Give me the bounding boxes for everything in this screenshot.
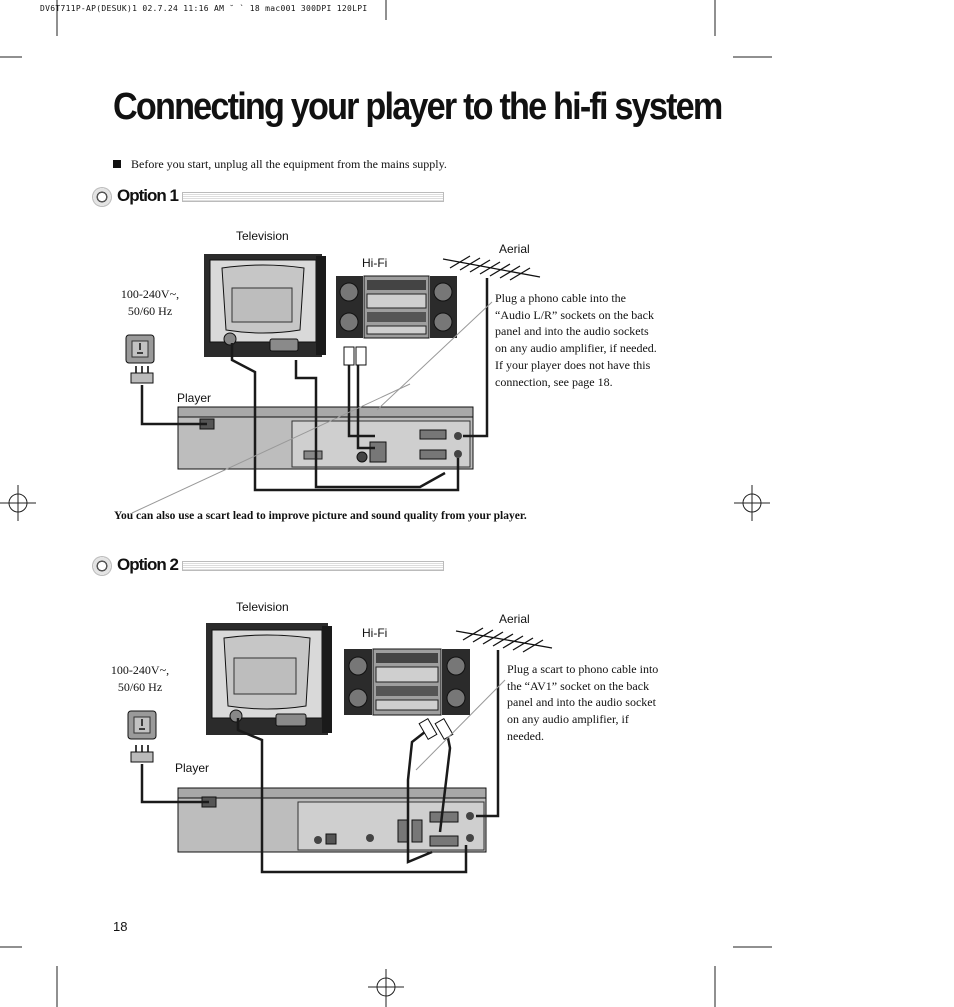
registration-target-bottom: [368, 969, 404, 1007]
intro-text: Before you start, unplug all the equipme…: [131, 157, 447, 171]
aerial-illustration: [442, 255, 541, 281]
wall-socket-illustration: [125, 334, 155, 364]
hifi-illustration: [336, 275, 457, 339]
tv-scart-socket: [269, 338, 299, 352]
header-rule: [182, 561, 444, 571]
tv-scart-socket: [275, 713, 307, 727]
option-1-television-label: Television: [236, 229, 289, 243]
option-2-header: Option 2: [92, 555, 444, 578]
player-scart-socket: [419, 429, 447, 440]
header-rule: [182, 192, 444, 202]
player-illustration: [177, 406, 474, 470]
wall-socket-illustration: [127, 710, 157, 740]
option-1-instruction: Plug a phono cable into the “Audio L/R” …: [495, 291, 657, 389]
player-illustration: [177, 787, 487, 853]
option-2-television-label: Television: [236, 600, 289, 614]
tv-aerial-socket: [223, 332, 237, 346]
page-title: Connecting your player to the hi-fi syst…: [113, 86, 723, 128]
option-2-heading: Option 2: [117, 555, 179, 574]
television-illustration: [206, 623, 332, 735]
circle-bullet-icon: [92, 187, 112, 207]
intro-note: Before you start, unplug all the equipme…: [113, 157, 447, 172]
registration-target-left: [0, 485, 36, 521]
television-illustration: [204, 254, 326, 357]
option-1-mains-label: 100-240V~, 50/60 Hz: [120, 287, 180, 318]
option-2-mains-label: 100-240V~, 50/60 Hz: [110, 663, 170, 694]
phono-plugs: [343, 346, 367, 366]
pointer-lines: [131, 301, 493, 514]
option-1-aerial-label: Aerial: [499, 242, 530, 256]
mains-plug-illustration: [130, 366, 154, 384]
cables: [140, 278, 489, 492]
tv-aerial-socket: [229, 709, 243, 723]
player-av1-scart-socket: [429, 811, 459, 823]
scart-note: You can also use a scart lead to improve…: [114, 510, 527, 522]
option-2-instruction: Plug a scart to phono cable into the “AV…: [507, 662, 659, 743]
square-bullet-icon: [113, 160, 121, 168]
hifi-illustration: [344, 648, 470, 716]
option-1-header: Option 1: [92, 186, 444, 209]
option-1-heading: Option 1: [117, 186, 179, 205]
mains-plug-illustration: [130, 745, 154, 763]
option-1-player-label: Player: [177, 391, 212, 405]
option-2-hifi-label: Hi-Fi: [362, 626, 388, 640]
option-2-player-label: Player: [175, 761, 210, 775]
aerial-illustration: [455, 627, 553, 653]
pointer-lines: [415, 679, 506, 771]
page-number: 18: [113, 919, 128, 934]
registration-target-right: [734, 485, 770, 521]
phono-plugs: [418, 718, 454, 740]
circle-bullet-icon: [92, 556, 112, 576]
option-2-aerial-label: Aerial: [499, 612, 530, 626]
option-1-hifi-label: Hi-Fi: [362, 256, 388, 270]
print-slug: DV6T711P-AP(DESUK)1 02.7.24 11:16 AM ˘ `…: [40, 4, 368, 13]
